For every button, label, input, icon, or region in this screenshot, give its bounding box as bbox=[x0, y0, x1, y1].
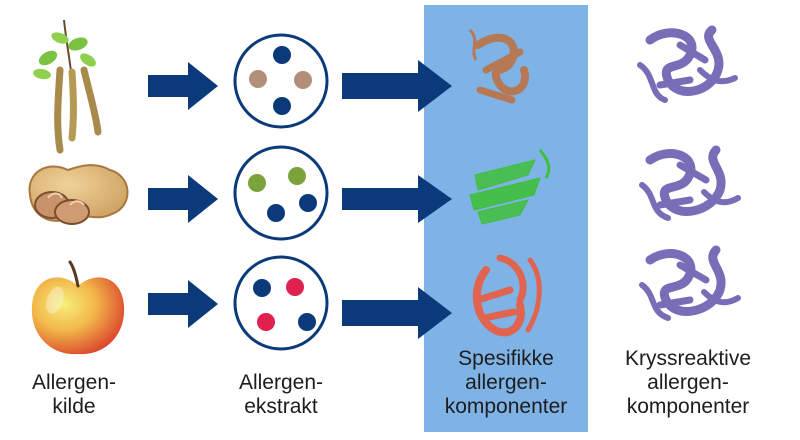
specific-protein-3 bbox=[472, 254, 542, 337]
arrow-extract-specific-3 bbox=[342, 287, 452, 339]
arrow-extract-specific-1 bbox=[342, 60, 452, 112]
extract-circle-2 bbox=[233, 145, 329, 241]
arrow-source-extract-1 bbox=[148, 62, 218, 110]
cross-protein-3 bbox=[639, 245, 741, 321]
arrow-extract-specific-2 bbox=[342, 175, 452, 223]
label-cross-reactive-components: Kryssreaktive allergen- komponenter bbox=[624, 347, 752, 418]
extract-dot bbox=[298, 313, 316, 331]
birch-catkins-icon bbox=[33, 19, 102, 154]
extract-circle-3 bbox=[233, 255, 329, 351]
arrow-source-extract-2 bbox=[148, 175, 218, 223]
apple-icon bbox=[31, 260, 125, 355]
label-allergen-source: Allergen- kilde bbox=[31, 371, 117, 418]
extract-dot bbox=[299, 194, 317, 212]
extract-dot bbox=[267, 204, 285, 222]
extract-dot bbox=[273, 46, 291, 64]
extract-dot bbox=[288, 167, 306, 185]
extract-dot bbox=[248, 174, 266, 192]
specific-protein-2 bbox=[469, 149, 551, 225]
extract-dot bbox=[257, 313, 275, 331]
cross-protein-2 bbox=[639, 145, 741, 221]
cross-protein-1 bbox=[637, 25, 738, 103]
extract-dot bbox=[273, 97, 291, 115]
extract-dot bbox=[294, 71, 312, 89]
extract-circle-1 bbox=[233, 33, 329, 129]
arrow-source-extract-3 bbox=[148, 280, 218, 328]
specific-protein-1 bbox=[468, 28, 529, 104]
label-allergen-extract: Allergen- ekstrakt bbox=[238, 371, 324, 418]
extract-dot bbox=[249, 70, 267, 88]
label-specific-components: Spesifikke allergen- komponenter bbox=[444, 347, 568, 418]
extract-dot bbox=[253, 279, 271, 297]
extract-dot bbox=[286, 278, 304, 296]
peanut-icon bbox=[28, 164, 129, 225]
